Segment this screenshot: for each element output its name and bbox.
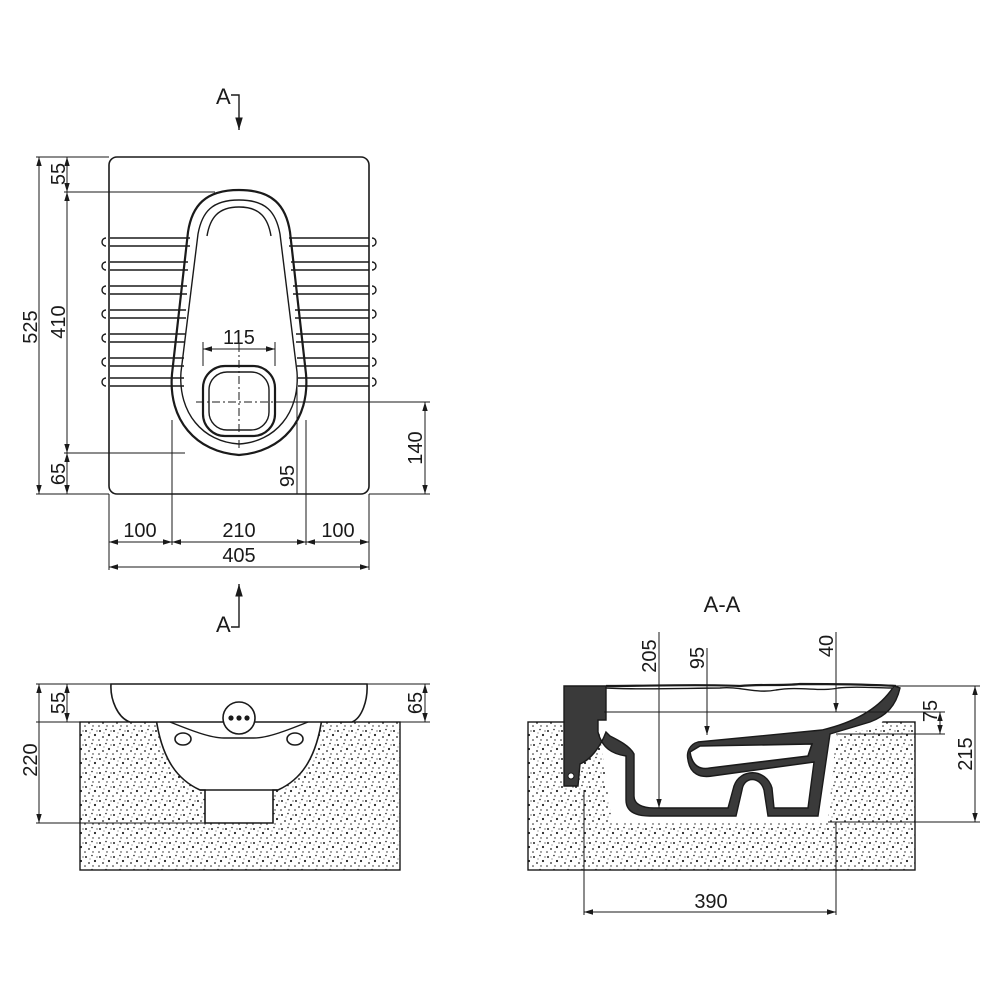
- dim-section-215: 215: [955, 737, 977, 770]
- dim-outlet-width: 115: [223, 327, 255, 349]
- foot-ribs: [101, 237, 377, 387]
- dim-outlet-offset: 95: [277, 465, 299, 487]
- dim-section-390: 390: [694, 891, 727, 913]
- dim-section-75: 75: [920, 700, 942, 722]
- dim-front-right-rim: 65: [405, 692, 427, 714]
- section-title: A-A: [704, 592, 741, 617]
- section-marker-bottom: A: [216, 584, 243, 637]
- section-mark-bottom-label: A: [216, 612, 231, 637]
- front-body: [155, 717, 323, 824]
- dim-section-205: 205: [639, 639, 661, 672]
- dim-side-left: 100: [123, 520, 156, 542]
- front-dimensions: 220 55 65: [20, 683, 430, 824]
- dim-overall-width: 405: [222, 545, 255, 567]
- section-view: [527, 682, 916, 871]
- dim-section-40: 40: [816, 635, 838, 657]
- dim-pan-length: 410: [48, 305, 70, 338]
- plan-dimensions: 525 55 410 65 115 95 140 100 210 100 405: [20, 156, 430, 570]
- dim-front-total-height: 220: [20, 743, 42, 776]
- section-dimensions: 205 95 40 75 215 390: [583, 632, 980, 915]
- dim-section-95: 95: [687, 647, 709, 669]
- dim-top-margin: 55: [48, 163, 70, 185]
- dim-pan-width: 210: [222, 520, 255, 542]
- dim-bottom-margin: 65: [48, 463, 70, 485]
- plan-outline: [108, 156, 370, 495]
- pan-outer: [170, 188, 308, 457]
- section-mark-top-label: A: [216, 84, 231, 109]
- front-view: [79, 683, 401, 871]
- dim-front-rim-height: 55: [48, 692, 70, 714]
- dim-overall-depth: 525: [20, 310, 42, 343]
- dim-outlet-to-edge: 140: [405, 431, 427, 464]
- section-marker-top: A: [216, 84, 243, 130]
- plan-view: [101, 156, 377, 495]
- dim-side-right: 100: [321, 520, 354, 542]
